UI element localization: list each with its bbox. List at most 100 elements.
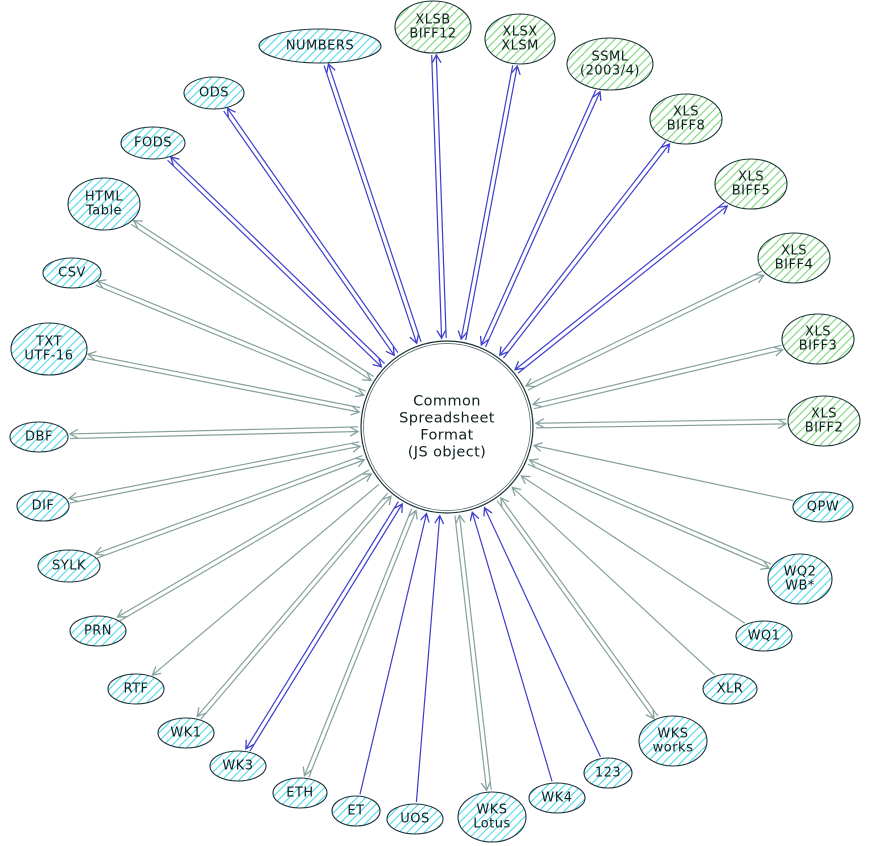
node-uos: UOS bbox=[386, 803, 444, 835]
node-csv: CSV bbox=[42, 257, 102, 289]
node-label-qpw: QPW bbox=[807, 500, 839, 515]
node-label-csv: CSV bbox=[58, 266, 86, 281]
node-n123: 123 bbox=[583, 757, 633, 789]
edge-xls-biff8 bbox=[500, 140, 670, 359]
node-ssml: SSML(2003/4) bbox=[566, 37, 654, 91]
edge-dbf bbox=[70, 426, 358, 440]
node-label-eth: ETH bbox=[286, 786, 313, 801]
edge-eth bbox=[304, 508, 415, 778]
node-label-ods: ODS bbox=[199, 86, 229, 101]
node-label-dif: DIF bbox=[32, 499, 55, 514]
edge-et bbox=[359, 514, 426, 795]
edge-sylk bbox=[95, 454, 364, 559]
edge-ssml bbox=[481, 89, 600, 347]
node-xlr: XLR bbox=[702, 673, 758, 705]
edge-prn bbox=[117, 469, 371, 622]
edge-csv bbox=[95, 281, 366, 395]
node-label-wk1: WK1 bbox=[170, 726, 201, 741]
edge-xlr bbox=[512, 487, 716, 676]
edge-wk1 bbox=[197, 492, 391, 720]
edge-wks-lotus bbox=[454, 515, 492, 790]
edge-wk3 bbox=[246, 501, 402, 752]
edge-ods bbox=[223, 108, 399, 355]
node-qpw: QPW bbox=[792, 491, 854, 523]
node-sylk: SYLK bbox=[37, 549, 101, 583]
node-label-et: ET bbox=[347, 804, 364, 819]
node-rtf: RTF bbox=[107, 673, 165, 705]
node-label-n123: 123 bbox=[595, 766, 621, 781]
edge-numbers bbox=[323, 64, 422, 343]
node-label-uos: UOS bbox=[400, 812, 430, 827]
node-fods: FODS bbox=[120, 126, 186, 160]
edge-html-table bbox=[130, 221, 374, 381]
edge-xls-biff3 bbox=[533, 344, 782, 410]
node-label-xlr: XLR bbox=[717, 682, 744, 697]
node-numbers: NUMBERS bbox=[258, 28, 382, 64]
node-dif: DIF bbox=[16, 490, 70, 522]
edge-xlsx-xlsm bbox=[461, 65, 517, 340]
edge-wq1 bbox=[521, 476, 746, 624]
edge-dif bbox=[69, 441, 360, 504]
node-label-prn: PRN bbox=[84, 624, 112, 639]
edge-qpw bbox=[534, 446, 794, 502]
node-label-sylk: SYLK bbox=[52, 559, 86, 574]
edge-n123 bbox=[485, 508, 601, 758]
node-wk1: WK1 bbox=[157, 717, 215, 749]
node-label-wk4: WK4 bbox=[541, 791, 572, 806]
edge-fods bbox=[167, 157, 386, 367]
edges-layer bbox=[69, 55, 794, 803]
edge-rtf bbox=[153, 483, 380, 675]
node-wk3: WK3 bbox=[209, 750, 267, 782]
edge-xls-biff2 bbox=[536, 419, 786, 428]
node-label-rtf: RTF bbox=[123, 682, 148, 697]
node-ods: ODS bbox=[183, 76, 245, 110]
node-label-numbers: NUMBERS bbox=[286, 39, 354, 54]
node-label-wk3: WK3 bbox=[222, 759, 253, 774]
node-label-dbf: DBF bbox=[25, 430, 53, 445]
node-label-fods: FODS bbox=[134, 136, 172, 151]
node-label-ssml: SSML(2003/4) bbox=[580, 50, 640, 79]
node-et: ET bbox=[331, 795, 381, 827]
node-dbf: DBF bbox=[9, 421, 69, 453]
node-wq1: WQ1 bbox=[735, 620, 793, 652]
edge-wks-works bbox=[496, 498, 659, 719]
edge-wq2-wb bbox=[527, 460, 772, 568]
edge-wk4 bbox=[472, 512, 553, 782]
node-wk4: WK4 bbox=[528, 782, 586, 814]
edge-uos bbox=[415, 516, 439, 803]
edge-txt-utf16 bbox=[87, 354, 360, 412]
node-label-wq1: WQ1 bbox=[748, 629, 781, 644]
edge-xls-biff5 bbox=[515, 201, 727, 374]
edge-xls-biff4 bbox=[526, 270, 764, 391]
edge-xlsb-biff12 bbox=[431, 55, 447, 338]
node-eth: ETH bbox=[272, 777, 328, 809]
